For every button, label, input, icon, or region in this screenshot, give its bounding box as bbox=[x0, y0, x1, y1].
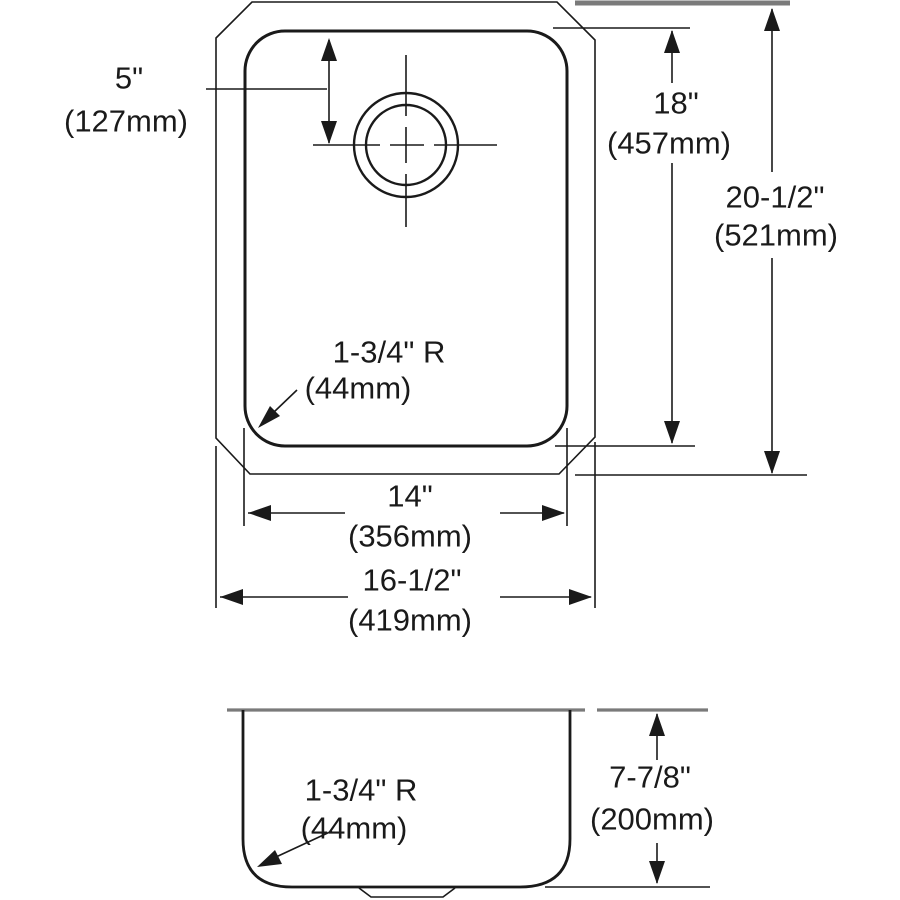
drain-recess bbox=[358, 887, 456, 898]
radius-leader-line bbox=[275, 830, 333, 858]
arrowhead-right bbox=[542, 505, 565, 521]
sink-rim-outline bbox=[215, 1, 596, 475]
bowl-radius-inches: 1-3/4" R bbox=[332, 334, 446, 370]
bowl-length-inches: 18" bbox=[653, 85, 699, 121]
arrowhead-up bbox=[664, 30, 680, 53]
arrowhead-down bbox=[321, 121, 337, 144]
arrowhead-left bbox=[220, 589, 243, 605]
arrowhead-down bbox=[664, 421, 680, 444]
arrowhead-up bbox=[649, 713, 665, 736]
bowl-length-mm: (457mm) bbox=[606, 125, 732, 161]
overall-length-mm: (521mm) bbox=[713, 217, 839, 253]
top-view-dimensions bbox=[206, 0, 807, 608]
radius-leader-line bbox=[273, 389, 298, 413]
bowl-section-outline bbox=[241, 710, 572, 889]
depth-inches: 7-7/8" bbox=[609, 759, 691, 795]
section-radius-mm: (44mm) bbox=[300, 810, 408, 846]
overall-length-inches: 20-1/2" bbox=[725, 179, 825, 215]
radius-arrowhead bbox=[258, 406, 280, 428]
bowl-outline bbox=[243, 29, 569, 448]
radius-arrowhead bbox=[257, 850, 282, 867]
arrowhead-down bbox=[649, 861, 665, 884]
overall-width-mm: (419mm) bbox=[347, 602, 473, 638]
overall-width-inches: 16-1/2" bbox=[362, 562, 462, 598]
hole-offset-inches: 5" bbox=[114, 60, 144, 96]
depth-mm: (200mm) bbox=[589, 801, 715, 837]
section-radius-inches: 1-3/4" R bbox=[304, 772, 418, 808]
hole-offset-mm: (127mm) bbox=[63, 103, 189, 139]
arrowhead-up bbox=[321, 38, 337, 61]
arrowhead-down bbox=[764, 451, 780, 474]
arrowhead-up bbox=[764, 8, 780, 31]
arrowhead-right bbox=[569, 589, 592, 605]
top-view bbox=[215, 1, 596, 475]
arrowhead-left bbox=[248, 505, 271, 521]
bowl-radius-mm: (44mm) bbox=[304, 370, 412, 406]
bowl-width-inches: 14" bbox=[387, 478, 433, 514]
section-view bbox=[227, 708, 710, 898]
bowl-width-mm: (356mm) bbox=[347, 518, 473, 554]
